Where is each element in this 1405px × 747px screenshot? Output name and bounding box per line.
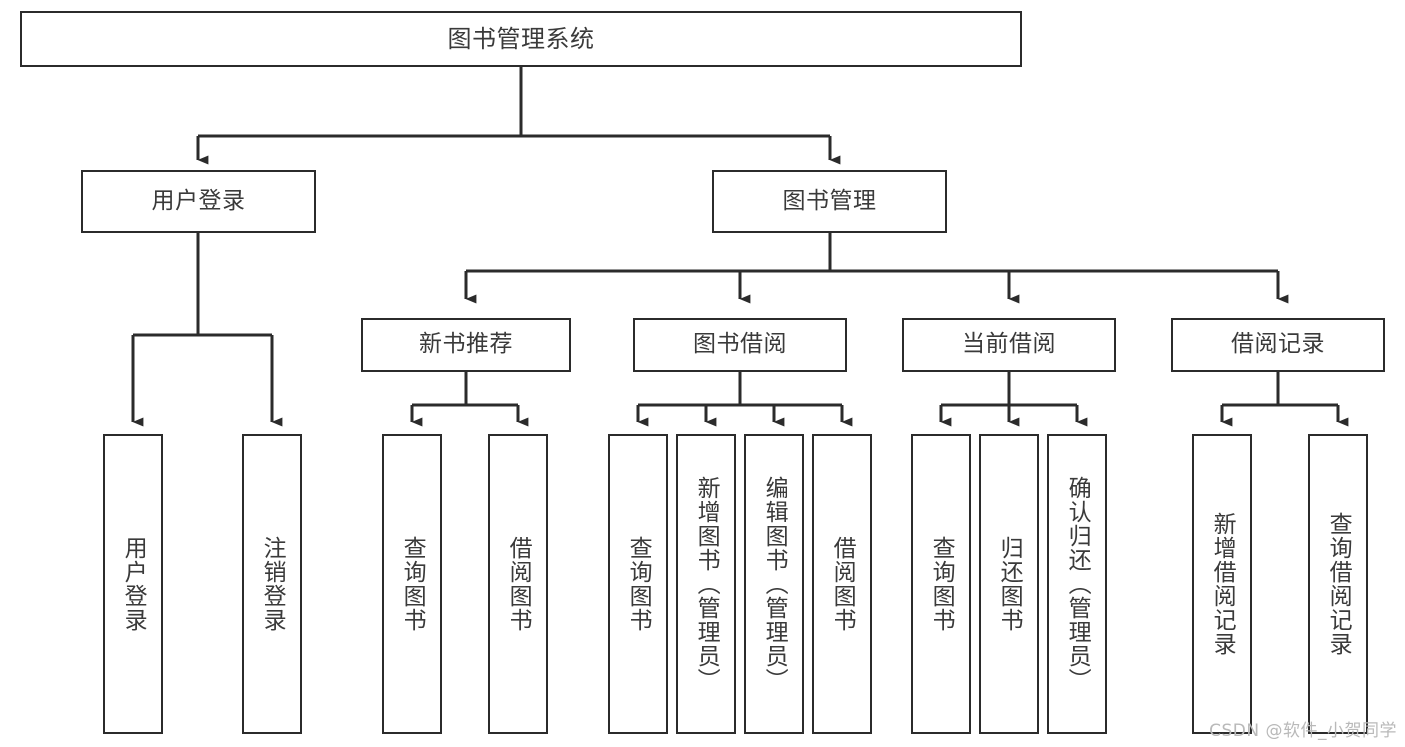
node-leaf-query-record-label: 查询借阅记录: [1325, 512, 1352, 656]
node-root-label: 图书管理系统: [447, 24, 595, 53]
node-user-login[interactable]: 用户登录: [81, 170, 316, 233]
node-leaf-add-record[interactable]: 新增借阅记录: [1192, 434, 1252, 734]
node-current-borrow-label: 当前借阅: [962, 331, 1056, 358]
node-leaf-confirm-return-label: 确认归还（管理员）: [1064, 476, 1091, 692]
node-leaf-query-record[interactable]: 查询借阅记录: [1308, 434, 1368, 734]
node-leaf-confirm-return[interactable]: 确认归还（管理员）: [1047, 434, 1107, 734]
node-current-borrow[interactable]: 当前借阅: [902, 318, 1116, 372]
node-leaf-borrow-book-1[interactable]: 借阅图书: [488, 434, 548, 734]
node-book-manage-label: 图书管理: [782, 187, 877, 214]
node-leaf-query-book-1[interactable]: 查询图书: [382, 434, 442, 734]
node-book-borrow-label: 图书借阅: [693, 331, 787, 358]
node-leaf-add-book[interactable]: 新增图书（管理员）: [676, 434, 736, 734]
node-borrow-record-label: 借阅记录: [1231, 331, 1325, 358]
node-leaf-edit-book[interactable]: 编辑图书（管理员）: [744, 434, 804, 734]
node-leaf-query-book-3-label: 查询图书: [928, 536, 955, 632]
node-leaf-query-book-1-label: 查询图书: [399, 536, 426, 632]
node-leaf-add-record-label: 新增借阅记录: [1209, 512, 1236, 656]
node-leaf-query-book-2[interactable]: 查询图书: [608, 434, 668, 734]
node-leaf-query-book-3[interactable]: 查询图书: [911, 434, 971, 734]
node-leaf-borrow-book-1-label: 借阅图书: [505, 536, 532, 632]
node-new-book-recommend-label: 新书推荐: [419, 331, 513, 358]
node-new-book-recommend[interactable]: 新书推荐: [361, 318, 571, 372]
node-leaf-query-book-2-label: 查询图书: [625, 536, 652, 632]
node-leaf-user-logout[interactable]: 注销登录: [242, 434, 302, 734]
node-borrow-record[interactable]: 借阅记录: [1171, 318, 1385, 372]
node-leaf-edit-book-label: 编辑图书（管理员）: [761, 476, 788, 692]
node-leaf-return-book-label: 归还图书: [996, 536, 1023, 632]
node-leaf-borrow-book-2-label: 借阅图书: [829, 536, 856, 632]
watermark: CSDN @软件_小贺同学: [1209, 721, 1397, 741]
node-root[interactable]: 图书管理系统: [20, 11, 1022, 67]
node-book-manage[interactable]: 图书管理: [712, 170, 947, 233]
node-leaf-return-book[interactable]: 归还图书: [979, 434, 1039, 734]
node-leaf-user-login[interactable]: 用户登录: [103, 434, 163, 734]
node-book-borrow[interactable]: 图书借阅: [633, 318, 847, 372]
node-user-login-label: 用户登录: [151, 187, 246, 214]
node-leaf-add-book-label: 新增图书（管理员）: [693, 476, 720, 692]
node-leaf-user-login-label: 用户登录: [120, 536, 147, 632]
node-leaf-borrow-book-2[interactable]: 借阅图书: [812, 434, 872, 734]
node-leaf-user-logout-label: 注销登录: [259, 536, 286, 632]
